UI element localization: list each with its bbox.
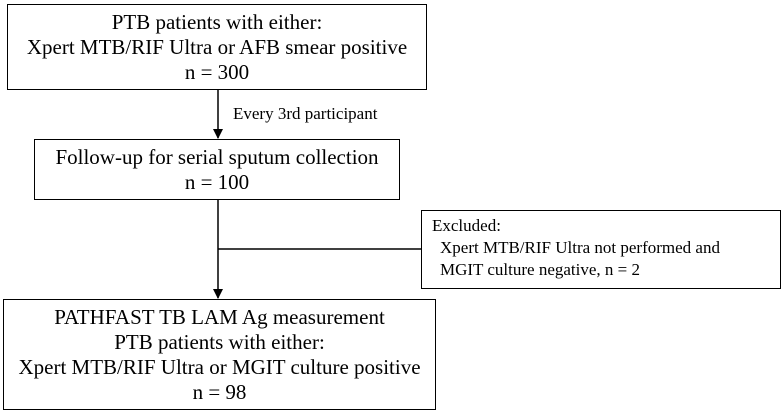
box-final-line-3: Xpert MTB/RIF Ultra or MGIT culture posi… (18, 354, 421, 379)
box-top-count: n = 300 (184, 59, 250, 84)
box-top-line-2: Xpert MTB/RIF Ultra or AFB smear positiv… (26, 34, 408, 59)
box-excluded-title: Excluded: (432, 216, 501, 235)
box-final-line-1: PATHFAST TB LAM Ag measurement (54, 304, 385, 329)
box-follow-up-count: n = 100 (184, 169, 250, 194)
box-ptb-patients-initial: PTB patients with either: Xpert MTB/RIF … (7, 4, 427, 90)
box-top-line-1: PTB patients with either: (111, 9, 323, 34)
box-final-line-2: PTB patients with either: (114, 329, 325, 354)
box-pathfast-measurement: PATHFAST TB LAM Ag measurement PTB patie… (3, 299, 436, 410)
box-excluded: Excluded: Xpert MTB/RIF Ultra not perfor… (421, 210, 781, 289)
box-follow-up: Follow-up for serial sputum collection n… (34, 139, 400, 200)
box-excluded-line-2: MGIT culture negative, n = 2 (440, 260, 640, 279)
box-follow-up-line-1: Follow-up for serial sputum collection (55, 144, 379, 169)
edge-label-every-third: Every 3rd participant (233, 104, 378, 123)
box-final-count: n = 98 (192, 379, 247, 404)
box-excluded-line-1: Xpert MTB/RIF Ultra not performed and (440, 238, 720, 257)
